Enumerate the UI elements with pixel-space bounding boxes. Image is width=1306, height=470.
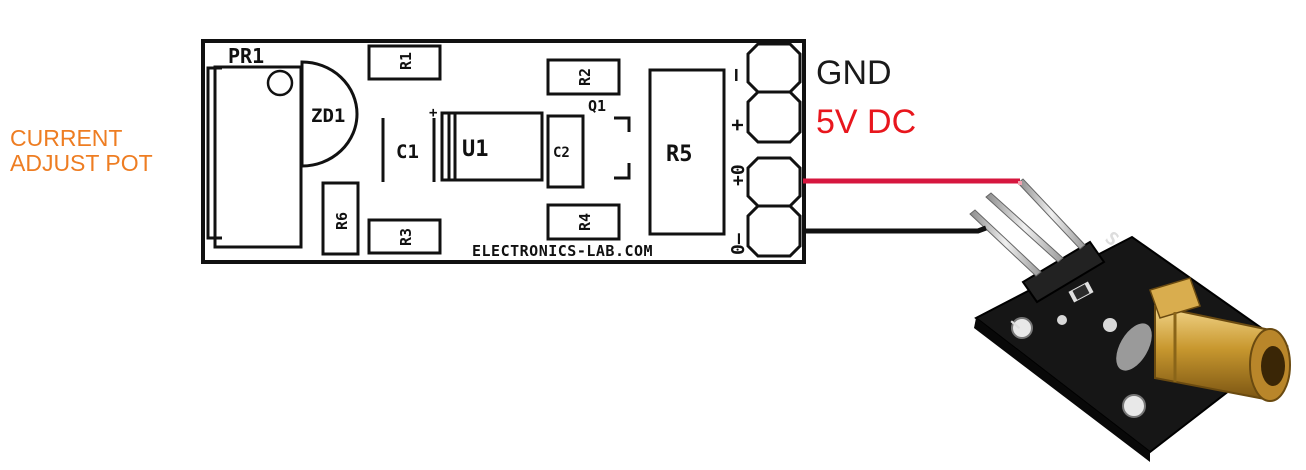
c1-capacitor: C1 + — [381, 105, 437, 182]
c1-plus-marker: + — [429, 105, 437, 121]
vdc-label: 5V DC — [816, 103, 916, 141]
terminal-output-plus-label: +0 — [728, 164, 749, 186]
c1-label: C1 — [396, 141, 419, 163]
u1-label: U1 — [462, 137, 489, 162]
pr1-potentiometer: PR1 — [206, 44, 303, 249]
header-pins — [969, 178, 1086, 277]
pin-header — [1021, 240, 1106, 304]
terminal-output-minus-label: 0– — [728, 233, 749, 255]
q1-transistor: Q1 — [588, 97, 631, 180]
r2-resistor: R2 — [546, 58, 621, 96]
laser-aperture — [1261, 346, 1285, 386]
r4-resistor: R4 — [546, 203, 621, 241]
terminal-blocks: – + +0 0– — [723, 42, 802, 258]
r5-resistor: R5 — [648, 68, 726, 236]
q1-label: Q1 — [588, 97, 606, 115]
terminal-input-plus-label: + — [725, 119, 749, 131]
r4-label: R4 — [576, 213, 594, 231]
pr1-label: PR1 — [228, 44, 264, 68]
r3-label: R3 — [397, 228, 415, 246]
c2-label: C2 — [553, 145, 570, 161]
r1-label: R1 — [397, 52, 415, 70]
current-adjust-line-2: ADJUST POT — [10, 150, 153, 177]
r1-resistor: R1 — [367, 44, 442, 81]
laser-diode-head — [1149, 277, 1291, 402]
terminal-input-minus-label: – — [723, 68, 747, 81]
r3-resistor: R3 — [367, 218, 442, 255]
gnd-label: GND — [816, 54, 892, 92]
u1-ic: U1 — [440, 111, 544, 182]
zd1-zener: ZD1 — [300, 60, 359, 168]
brand-label: ELECTRONICS-LAB.COM — [472, 242, 653, 260]
mount-hole-1 — [1011, 317, 1033, 339]
black-wire — [803, 225, 987, 234]
current-adjust-line-1: CURRENT — [10, 125, 123, 151]
r6-resistor: R6 — [321, 181, 360, 256]
c2-capacitor: C2 — [546, 114, 585, 189]
r6-label: R6 — [333, 212, 351, 230]
r5-label: R5 — [666, 142, 693, 167]
laser-module: S – — [969, 178, 1291, 462]
current-adjust-pot-label: CURRENT ADJUST POT — [10, 125, 210, 177]
pcb-board: PR1 ZD1 R1 C1 + U1 C2 — [201, 39, 806, 264]
zd1-label: ZD1 — [311, 105, 345, 127]
r2-label: R2 — [576, 68, 594, 86]
mount-hole-2 — [1122, 394, 1146, 418]
